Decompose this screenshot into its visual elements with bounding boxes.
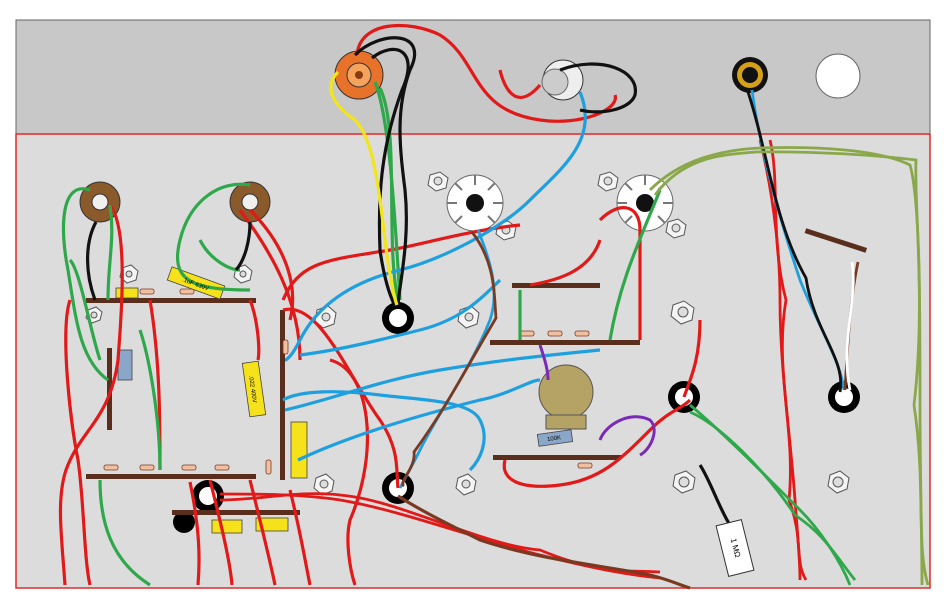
terminal-strip: [86, 298, 256, 303]
blue-capacitor: [118, 350, 132, 380]
yellow-capacitor: [116, 288, 138, 298]
front-pot-orange: [335, 51, 383, 99]
terminal-strip: [280, 310, 285, 480]
yellow-capacitor: [212, 520, 242, 533]
pot-upper-mid: [230, 182, 270, 222]
terminal-strip: [493, 455, 621, 460]
terminal-strip: [490, 340, 640, 345]
terminal-strip: [512, 283, 600, 288]
tube-socket-left: [447, 175, 503, 231]
yellow-capacitor: [291, 422, 307, 478]
panel-hole: [816, 54, 860, 98]
input-jack: [732, 57, 768, 93]
terminal-strip: [172, 510, 300, 515]
terminal-strip: [86, 474, 256, 479]
